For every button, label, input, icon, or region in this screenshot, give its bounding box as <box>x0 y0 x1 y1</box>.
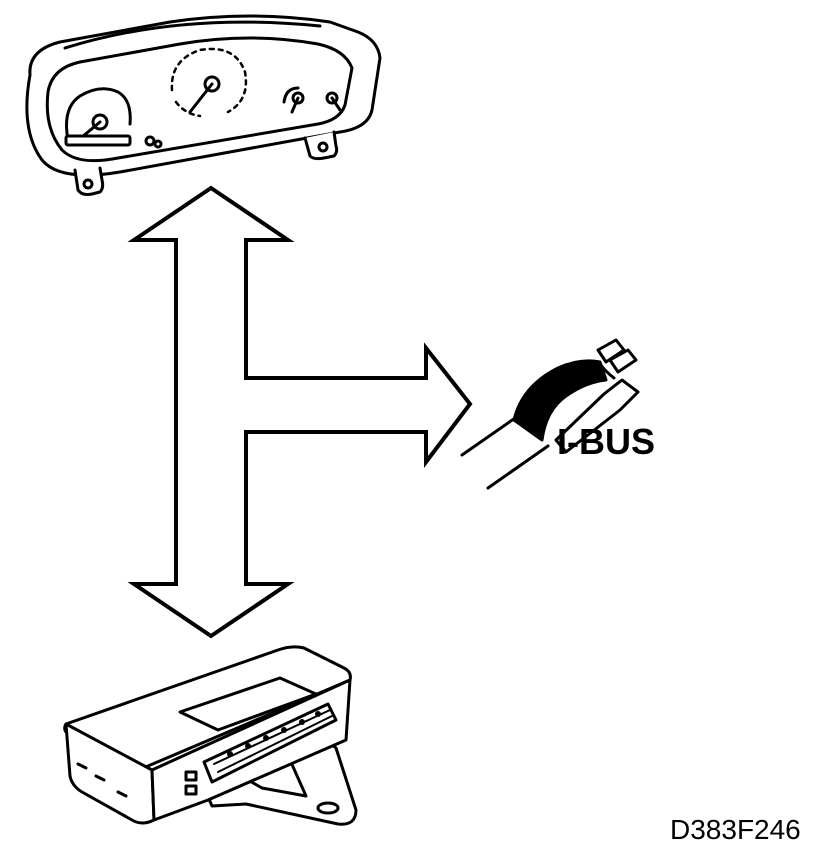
control-module <box>63 645 358 826</box>
instrument-cluster <box>25 14 382 196</box>
figure-code: D383F246 <box>670 814 801 845</box>
bus-arrow <box>127 185 473 639</box>
bus-label: I-BUS <box>557 421 655 462</box>
bus-connector <box>460 338 640 490</box>
